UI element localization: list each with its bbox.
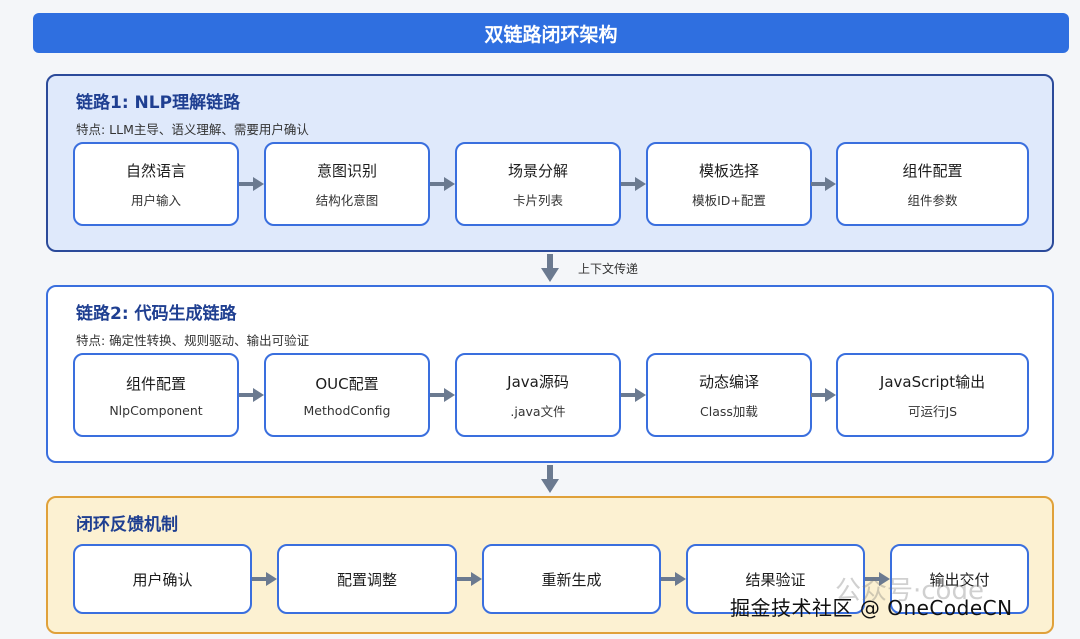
- node-sublabel: 卡片列表: [512, 192, 563, 208]
- chain1-node-intent: 意图识别 结构化意图: [264, 142, 430, 226]
- chain2-subtitle: 特点: 确定性转换、规则驱动、输出可验证: [76, 333, 310, 348]
- node-label: OUC配置: [315, 374, 379, 393]
- context-transfer-label: 上下文传递: [578, 262, 639, 276]
- arrow-right-icon: [621, 388, 646, 402]
- arrow-down-icon: [541, 465, 559, 493]
- node-sublabel: 组件参数: [907, 192, 958, 208]
- node-label: 组件配置: [125, 374, 186, 393]
- arrow-right-icon: [239, 388, 264, 402]
- node-label: 配置调整: [336, 570, 397, 589]
- node-label: Java源码: [507, 372, 569, 391]
- arrow-right-icon: [865, 572, 890, 586]
- arrow-right-icon: [811, 177, 836, 191]
- node-sublabel: 模板ID+配置: [692, 192, 766, 208]
- node-sublabel: NlpComponent: [109, 402, 203, 418]
- feedback-node-delivery: 输出交付: [890, 544, 1029, 614]
- node-label: 场景分解: [507, 161, 568, 180]
- diagram-title: 双链路闭环架构: [33, 13, 1069, 53]
- feedback-node-config-adjust: 配置调整: [277, 544, 457, 614]
- arrow-right-icon: [430, 388, 455, 402]
- chain1-node-scene: 场景分解 卡片列表: [455, 142, 621, 226]
- chain2-node-js-output: JavaScript输出 可运行JS: [836, 353, 1029, 437]
- arrow-right-icon: [430, 177, 455, 191]
- arrow-down-icon: [541, 254, 559, 282]
- node-label: 组件配置: [902, 161, 963, 180]
- node-label: 动态编译: [698, 372, 759, 391]
- chain2-node-ouc-config: OUC配置 MethodConfig: [264, 353, 430, 437]
- node-label: 输出交付: [929, 570, 990, 589]
- node-sublabel: 结构化意图: [315, 192, 379, 208]
- arrow-right-icon: [252, 572, 277, 586]
- node-sublabel: MethodConfig: [303, 402, 391, 418]
- feedback-node-user-confirm: 用户确认: [73, 544, 252, 614]
- site-watermark: 掘金技术社区 @ OneCodeCN: [730, 596, 1013, 620]
- node-label: JavaScript输出: [879, 372, 986, 391]
- arrow-right-icon: [661, 572, 686, 586]
- chain1-title: 链路1: NLP理解链路: [76, 93, 241, 113]
- chain2-title: 链路2: 代码生成链路: [76, 304, 237, 324]
- node-sublabel: 用户输入: [130, 192, 181, 208]
- node-label: 用户确认: [132, 570, 193, 589]
- node-sublabel: .java文件: [510, 403, 566, 419]
- arrow-right-icon: [457, 572, 482, 586]
- node-label: 重新生成: [541, 570, 602, 589]
- node-label: 自然语言: [125, 161, 186, 180]
- arrow-right-icon: [811, 388, 836, 402]
- node-label: 结果验证: [745, 570, 806, 589]
- chain2-node-dynamic-compile: 动态编译 Class加载: [646, 353, 812, 437]
- chain1-node-natural-language: 自然语言 用户输入: [73, 142, 239, 226]
- node-label: 模板选择: [698, 161, 759, 180]
- node-label: 意图识别: [316, 161, 377, 180]
- chain1-node-template: 模板选择 模板ID+配置: [646, 142, 812, 226]
- faint-watermark: 公众号·code: [835, 576, 984, 606]
- node-sublabel: Class加载: [700, 403, 758, 419]
- arrow-right-icon: [239, 177, 264, 191]
- feedback-node-regenerate: 重新生成: [482, 544, 661, 614]
- chain2-node-java-source: Java源码 .java文件: [455, 353, 621, 437]
- chain1-subtitle: 特点: LLM主导、语义理解、需要用户确认: [76, 122, 309, 137]
- feedback-title: 闭环反馈机制: [76, 515, 178, 535]
- feedback-node-result-verify: 结果验证: [686, 544, 865, 614]
- chain2-node-component-config: 组件配置 NlpComponent: [73, 353, 239, 437]
- node-sublabel: 可运行JS: [907, 403, 958, 419]
- arrow-right-icon: [621, 177, 646, 191]
- chain1-node-component: 组件配置 组件参数: [836, 142, 1029, 226]
